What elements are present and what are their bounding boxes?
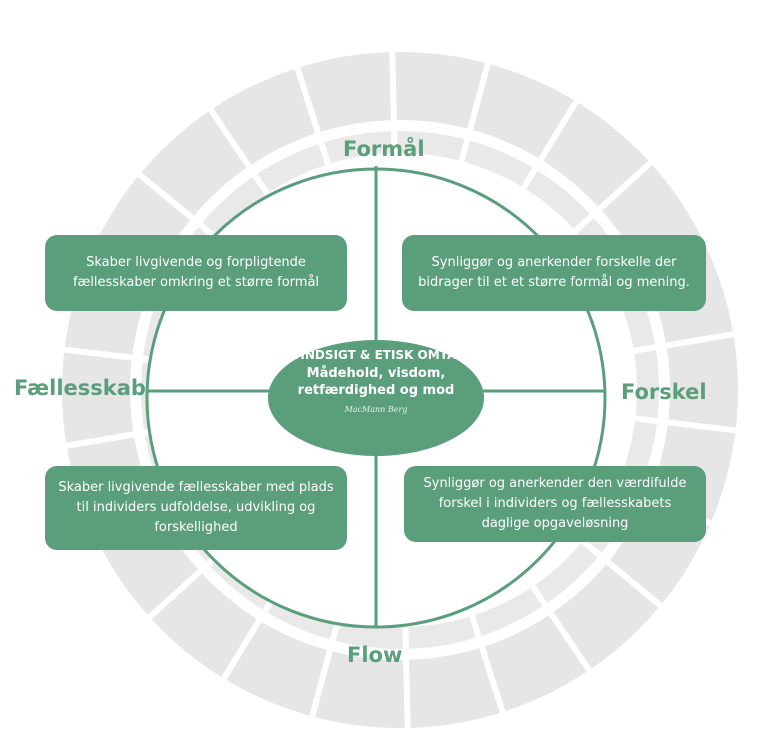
ring-divider-line xyxy=(220,589,280,682)
center-heading: SELVINDSIGT & ETISK OMTANKE xyxy=(268,348,484,362)
label-top: Formål xyxy=(343,137,425,161)
ring-divider-line xyxy=(136,170,221,242)
ring-divider-line xyxy=(572,159,654,234)
center-values: Mådehold, visdom, retfærdighed og mod xyxy=(297,366,455,398)
ring-divider-line xyxy=(308,617,342,720)
center-ellipse: SELVINDSIGT & ETISK OMTANKE Mådehold, vi… xyxy=(268,340,484,456)
ring-divider-line xyxy=(529,583,593,674)
quadrant-bottom-right-text: Synliggør og anerkender den værdifulde f… xyxy=(423,476,687,531)
quadrant-bottom-right: Synliggør og anerkender den værdifulde f… xyxy=(404,466,706,542)
quadrant-bottom-left-text: Skaber livgivende fællesskaber med plads… xyxy=(58,480,334,535)
ring-divider-line xyxy=(520,98,580,191)
label-left: Fællesskab xyxy=(14,376,146,400)
ring-divider-line xyxy=(62,346,167,365)
quadrant-top-left: Skaber livgivende og forpligtende fælles… xyxy=(45,235,347,311)
quadrant-top-right-text: Synliggør og anerkender forskelle der bi… xyxy=(418,255,690,290)
ring-divider-line xyxy=(468,613,507,715)
quadrant-bottom-left: Skaber livgivende fællesskaber med plads… xyxy=(45,466,347,550)
quadrant-top-right: Synliggør og anerkender forskelle der bi… xyxy=(402,235,706,311)
ring-divider-line xyxy=(402,625,411,730)
ring-divider-line xyxy=(632,330,736,355)
ring-divider-line xyxy=(633,415,738,434)
ring-divider-line xyxy=(207,106,271,197)
quadrant-top-left-text: Skaber livgivende og forpligtende fælles… xyxy=(72,255,320,290)
center-signature: MacMann Berg xyxy=(344,405,408,414)
label-bottom: Flow xyxy=(347,643,403,667)
ring-divider-line xyxy=(389,50,398,155)
label-right: Forskel xyxy=(621,380,707,404)
ring-divider-line xyxy=(458,60,492,163)
ring-divider-line xyxy=(579,538,664,610)
outer-gray-ring xyxy=(62,52,738,728)
ring-divider-line xyxy=(293,65,332,167)
